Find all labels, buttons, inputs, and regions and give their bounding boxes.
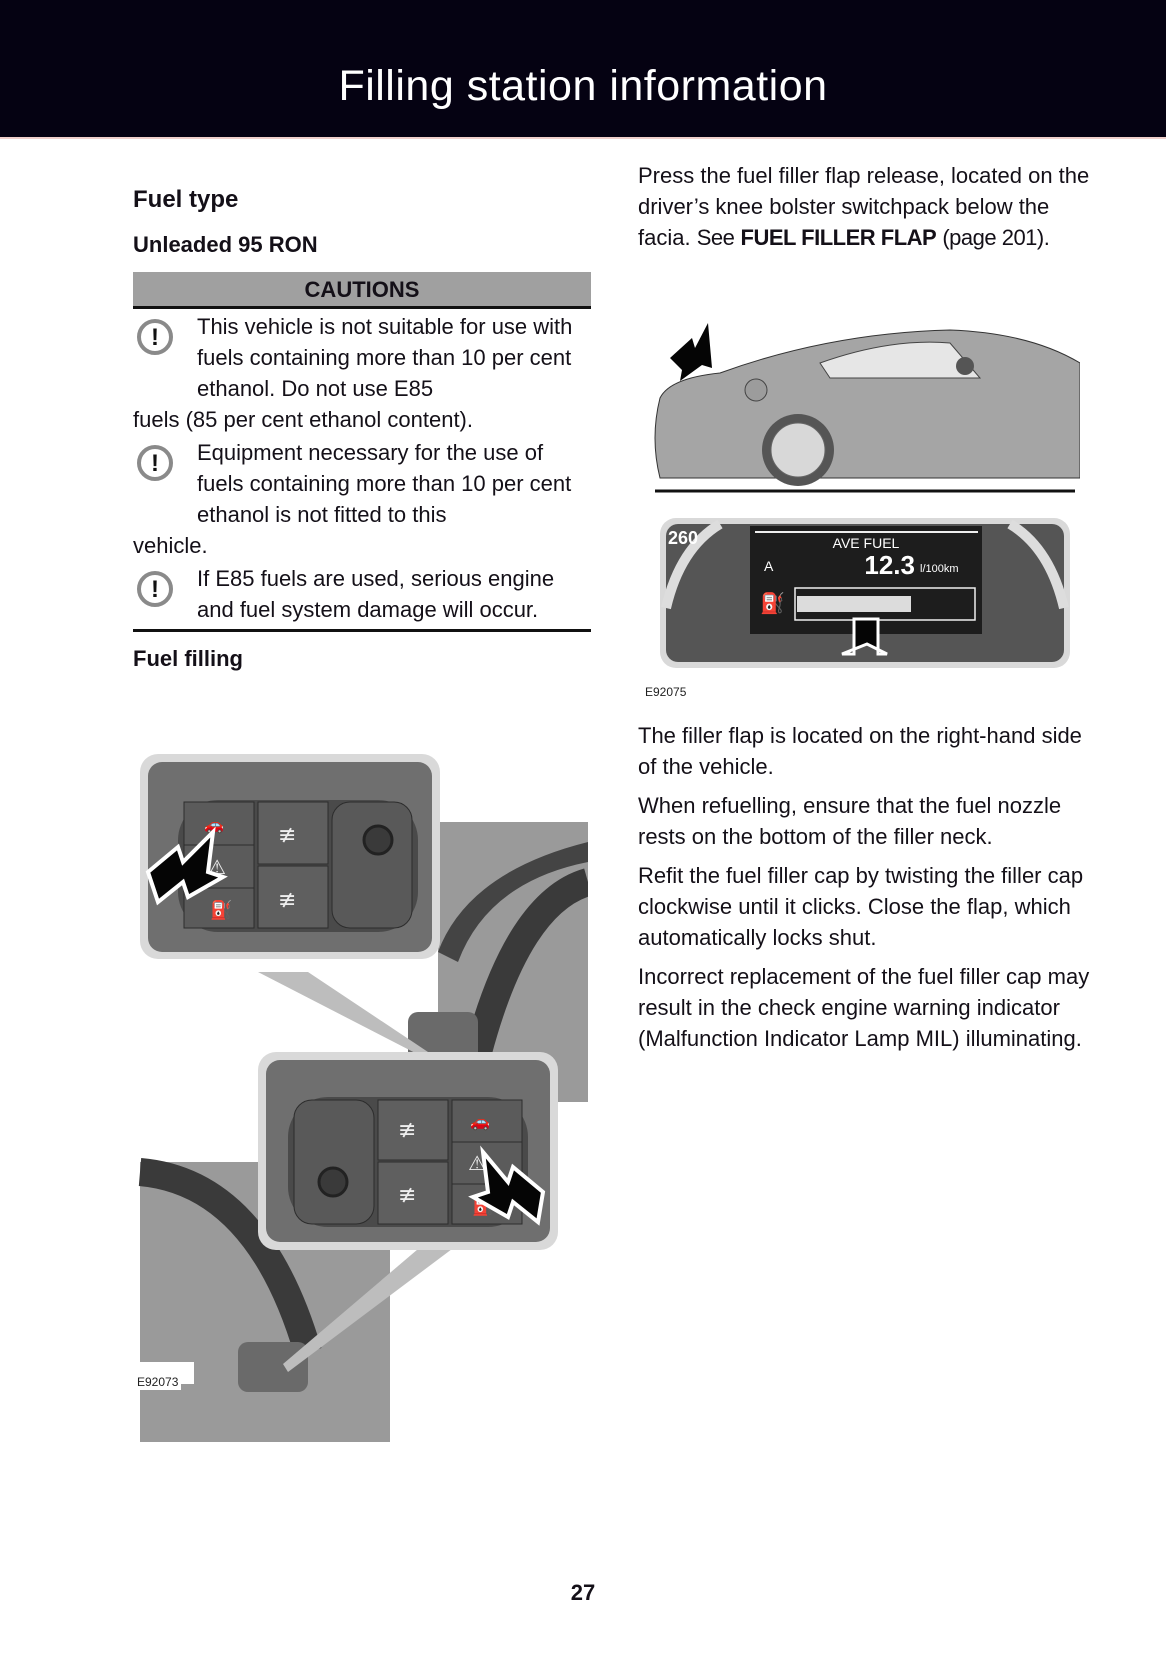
figure-label: E92075 xyxy=(642,684,690,700)
page-header: Filling station information xyxy=(0,0,1166,139)
display-title: AVE FUEL xyxy=(833,535,900,551)
display-unit: l/100km xyxy=(920,563,959,575)
caution-text: If E85 fuels are used, serious engine an… xyxy=(197,566,555,622)
intro-text: Press the fuel filler flap release, loca… xyxy=(638,163,1090,250)
fuel-bar-fill xyxy=(797,596,911,612)
svg-text:≢: ≢ xyxy=(278,888,296,913)
exclamation-circle-icon: ! xyxy=(137,445,173,481)
svg-text:⛽: ⛽ xyxy=(210,899,232,921)
mirror xyxy=(956,357,974,375)
figure-label: E92073 xyxy=(134,1374,182,1390)
caution-item: ! This vehicle is not suitable for use w… xyxy=(133,311,591,435)
arrow-indicator-bottom xyxy=(468,1145,546,1226)
steering-wheel-top xyxy=(438,842,588,962)
cross-reference-link[interactable]: FUEL FILLER FLAP xyxy=(740,225,937,250)
arrow-indicator-flap xyxy=(670,323,712,381)
caution-item: ! Equipment necessary for the use of fue… xyxy=(133,437,591,561)
callout-beam-bottom xyxy=(283,1232,468,1372)
caution-text-overflow: vehicle. xyxy=(133,533,208,558)
paragraph: When refuelling, ensure that the fuel no… xyxy=(638,793,1062,849)
svg-text:🚗: 🚗 xyxy=(470,1112,490,1131)
rear-wheel-rim xyxy=(770,422,826,478)
svg-text:≢: ≢ xyxy=(398,1118,416,1143)
gauge-number: 260 xyxy=(668,528,698,548)
switchpack-drawing: 🚗 ⚠ ⛽ ≢ ≢ ≢ ≢ 🚗 ⚠ ⛽ xyxy=(138,754,593,1442)
svg-text:≢: ≢ xyxy=(398,1183,416,1208)
speedometer-arc xyxy=(661,519,723,610)
page-reference[interactable]: (page 201). xyxy=(942,225,1050,250)
cautions-header: CAUTIONS xyxy=(133,272,591,309)
tachometer-arc xyxy=(1007,519,1069,610)
fuel-bar-frame xyxy=(794,587,976,621)
caution-text-overflow: fuels (85 per cent ethanol content). xyxy=(133,407,473,432)
exclamation-circle-icon: ! xyxy=(137,571,173,607)
intro-paragraph: Press the fuel filler flap release, loca… xyxy=(638,160,1098,253)
arrow-indicator-top xyxy=(145,826,228,906)
fuel-pump-icon: ⛽ xyxy=(760,591,785,615)
fuel-flap-illustration: 260 AVE FUEL A 12.3 l/100km ⛽ E92075 xyxy=(642,318,1081,700)
svg-text:⚠: ⚠ xyxy=(468,1151,486,1175)
arrow-indicator-display xyxy=(841,617,888,656)
caution-text: Equipment necessary for the use of fuels… xyxy=(197,440,572,527)
caution-item: ! If E85 fuels are used, serious engine … xyxy=(133,563,591,625)
right-column: Press the fuel filler flap release, loca… xyxy=(638,160,1098,261)
caution-text: This vehicle is not suitable for use wit… xyxy=(197,314,573,401)
display-value: 12.3 xyxy=(864,550,915,580)
steering-wheel-bottom xyxy=(138,1158,322,1356)
car-and-display-drawing: 260 AVE FUEL A 12.3 l/100km ⛽ xyxy=(654,323,1081,668)
cautions-divider xyxy=(133,629,591,632)
right-paragraphs: The filler flap is located on the right-… xyxy=(638,720,1098,1062)
see-label: See xyxy=(696,225,735,250)
fuel-grade: Unleaded 95 RON xyxy=(133,232,318,257)
page-number: 27 xyxy=(570,1580,596,1605)
paragraph: Refit the fuel filler cap by twisting th… xyxy=(638,863,1084,950)
section-title-fuel-filling: Fuel filling xyxy=(133,646,243,671)
svg-text:≢: ≢ xyxy=(278,823,296,848)
svg-text:🚗: 🚗 xyxy=(204,815,224,834)
switchpack-illustration: 🚗 ⚠ ⛽ ≢ ≢ ≢ ≢ 🚗 ⚠ ⛽ E92073 xyxy=(134,752,593,1452)
left-column: Fuel type Unleaded 95 RON CAUTIONS ! Thi… xyxy=(133,180,591,672)
callout-beam-top xyxy=(258,972,428,1057)
exclamation-circle-icon: ! xyxy=(137,319,173,355)
section-title-fuel-type: Fuel type xyxy=(133,186,239,213)
info-display xyxy=(750,526,982,634)
fuel-flap xyxy=(744,378,768,402)
paragraph: The filler flap is located on the right-… xyxy=(638,723,1082,779)
car-window xyxy=(819,341,982,379)
display-mode: A xyxy=(764,558,774,574)
page-title: Filling station information xyxy=(338,62,828,110)
paragraph: Incorrect replacement of the fuel filler… xyxy=(638,964,1090,1051)
